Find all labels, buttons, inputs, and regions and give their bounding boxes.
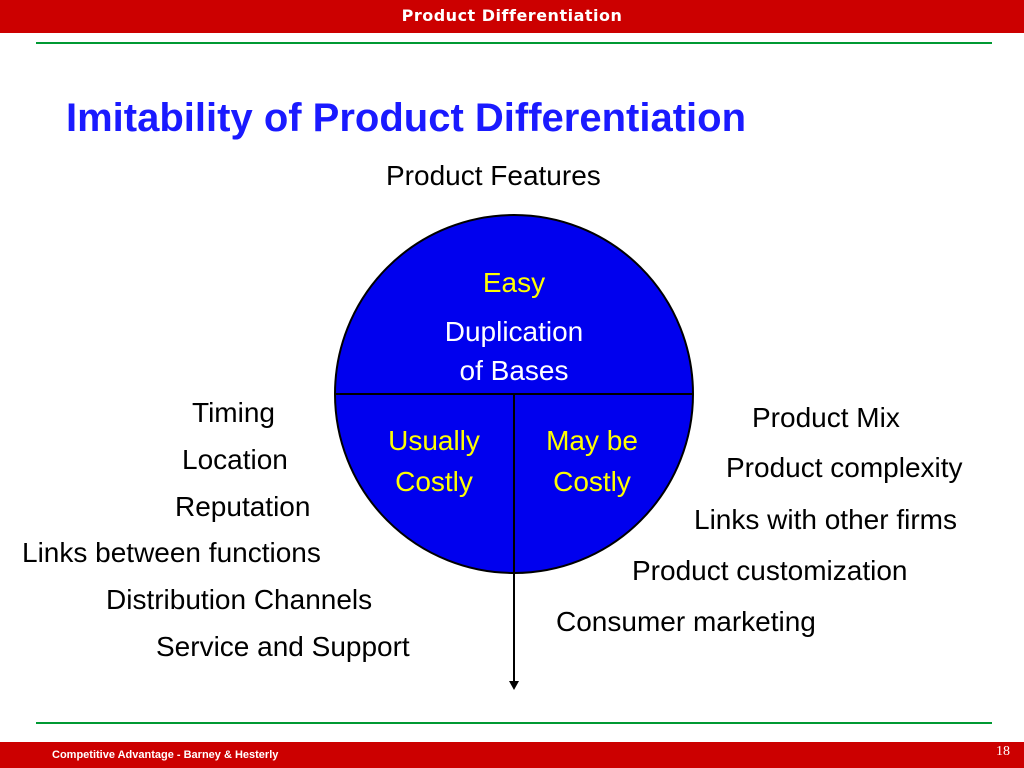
copyright-text: Copyright © 2006 Pearson Prentice Hall. … <box>62 730 506 742</box>
duplication-line2: of Bases <box>459 355 569 386</box>
usually-costly-line1: Usually <box>388 425 480 456</box>
product-features-label: Product Features <box>386 160 601 191</box>
left-item-service-and-support: Service and Support <box>156 631 410 662</box>
may-be-costly-line1: May be <box>546 425 638 456</box>
slide-title: Imitability of Product Differentiation <box>66 96 747 140</box>
book-title: Competitive Advantage - Barney & Hesterl… <box>52 749 279 761</box>
page-number: 18 <box>996 744 1010 759</box>
header-title: Product Differentiation <box>401 6 623 25</box>
left-item-links-between-functions: Links between functions <box>22 537 321 568</box>
left-item-reputation: Reputation <box>175 491 311 522</box>
right-item-links-with-other-firms: Links with other firms <box>694 504 957 535</box>
right-item-product-complexity: Product complexity <box>726 452 963 483</box>
right-item-product-customization: Product customization <box>632 555 908 586</box>
may-be-costly-line2: Costly <box>553 466 631 497</box>
easy-label: Easy <box>482 267 546 298</box>
duplication-line1: Duplication <box>444 316 584 347</box>
footer-bar <box>0 742 1024 768</box>
top-divider <box>36 42 992 44</box>
left-item-timing: Timing <box>192 397 275 428</box>
header-bar <box>0 0 1024 33</box>
bottom-divider <box>36 722 992 724</box>
left-item-distribution-channels: Distribution Channels <box>106 584 373 615</box>
usually-costly-line2: Costly <box>395 466 473 497</box>
right-item-consumer-marketing: Consumer marketing <box>556 606 816 637</box>
right-item-product-mix: Product Mix <box>752 402 900 433</box>
arrow-head <box>509 681 519 690</box>
left-item-location: Location <box>182 444 288 475</box>
